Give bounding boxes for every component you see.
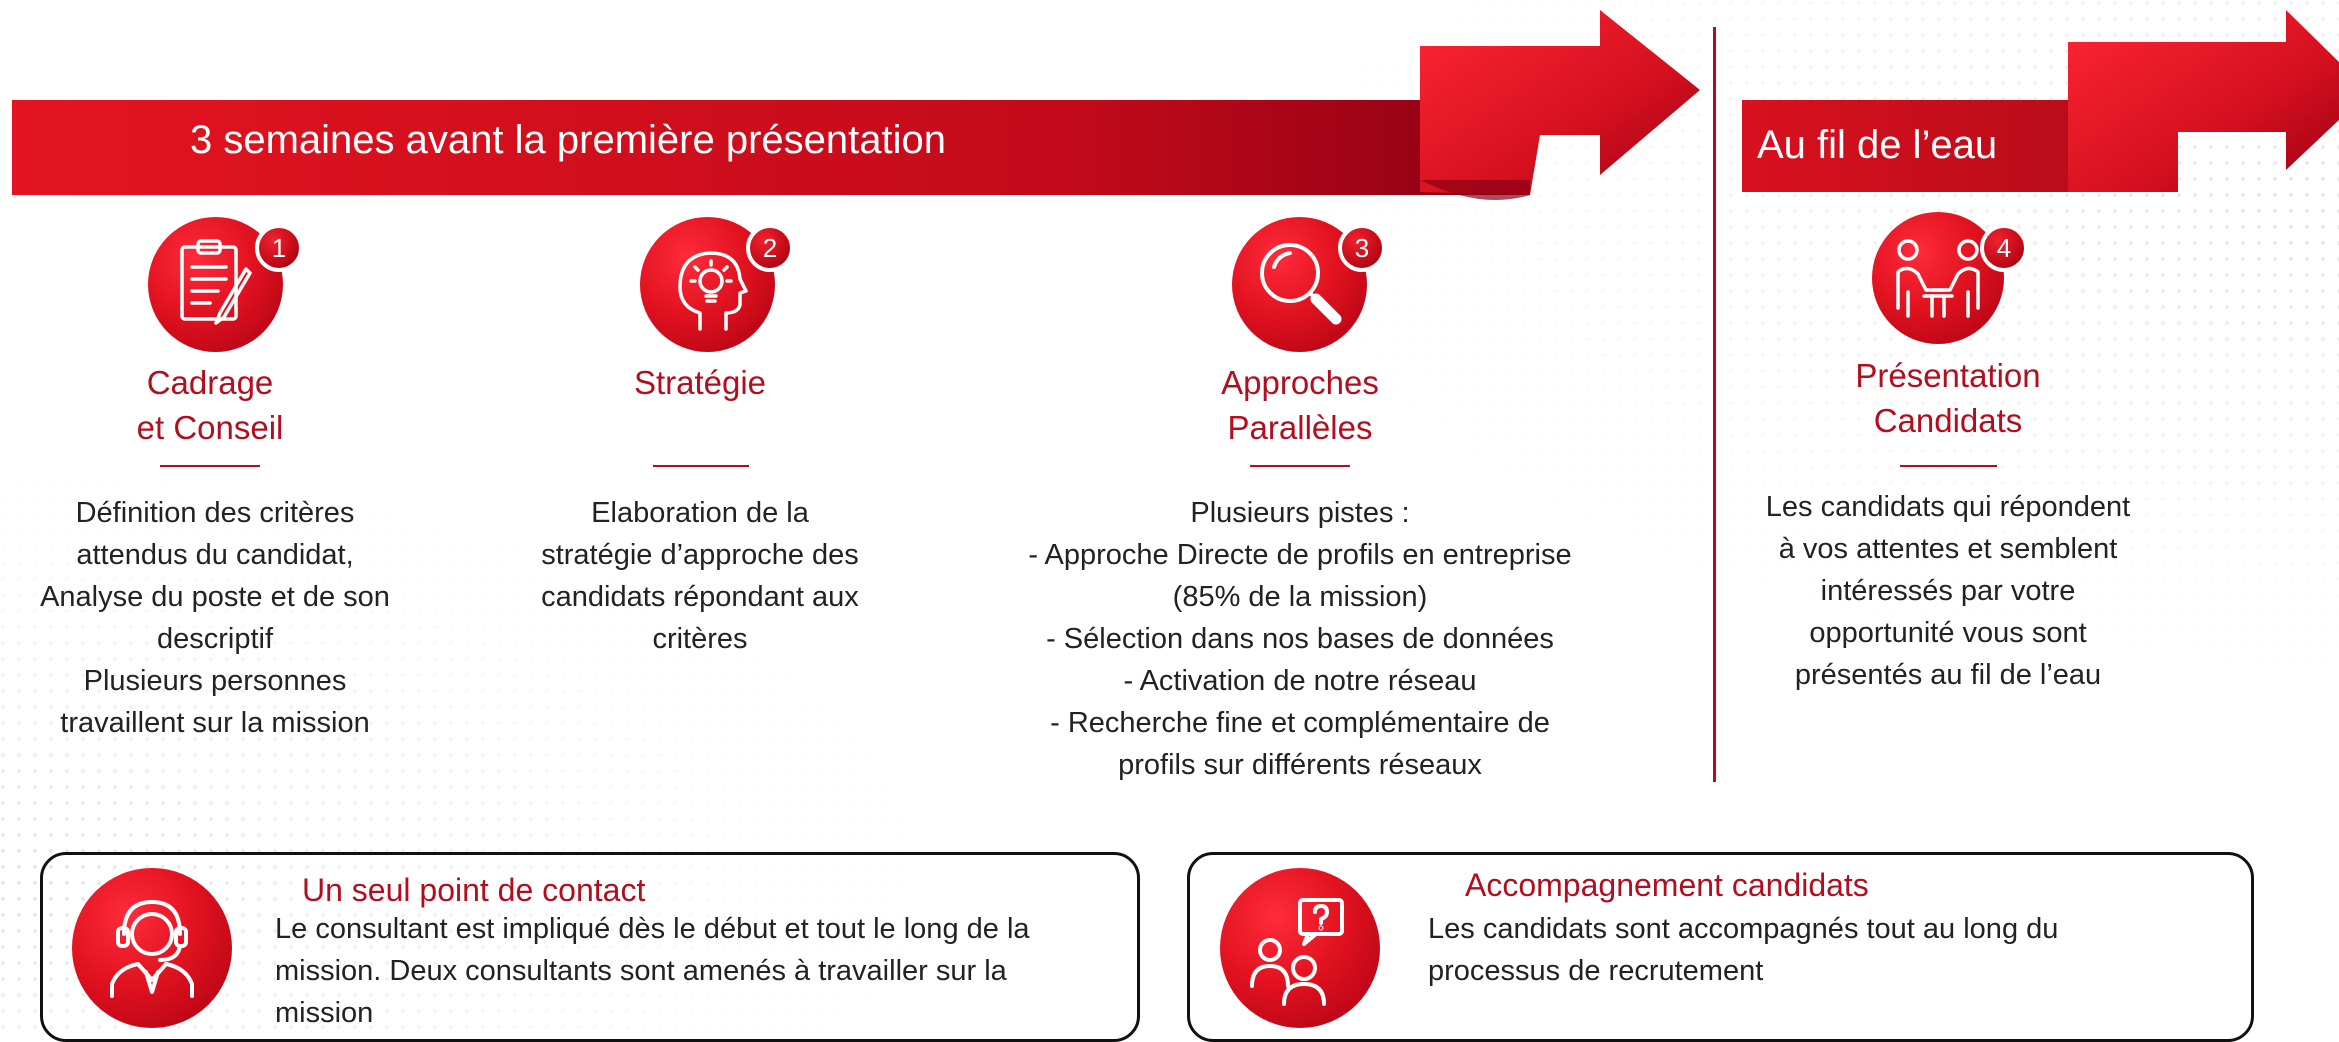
section-divider xyxy=(1713,27,1716,782)
banner-left-title: 3 semaines avant la première présentatio… xyxy=(190,118,946,162)
step-4-title: Présentation Candidats xyxy=(1798,353,2098,443)
people-question-icon xyxy=(1250,898,1344,1006)
timeline-banner-right xyxy=(1742,10,2339,192)
step-1-title-line-2: et Conseil xyxy=(136,409,284,446)
info-box-2-text: Les candidats sont accompagnés tout au l… xyxy=(1428,913,2059,987)
step-4-title-line-2: Candidats xyxy=(1873,402,2023,439)
info-box-1-title: Un seul point de contact xyxy=(302,872,646,908)
step-1-title: Cadrage et Conseil xyxy=(60,360,360,450)
step-3-number-badge: 3 xyxy=(1338,224,1386,272)
info-box-2-title: Accompagnement candidats xyxy=(1465,867,1869,903)
step-1-description: Définition des critères attendus du cand… xyxy=(40,497,390,739)
step-2-number-badge: 2 xyxy=(746,224,794,272)
step-4-description: Les candidats qui répondent à vos attent… xyxy=(1765,491,2131,691)
step-3-title-line-1: Approches xyxy=(1221,364,1379,401)
banner-right-title: Au fil de l’eau xyxy=(1757,123,1998,167)
step-2-rule xyxy=(653,465,749,467)
headset-agent-icon xyxy=(110,900,194,998)
step-4-rule xyxy=(1900,465,1997,467)
step-3-title-line-2: Parallèles xyxy=(1227,409,1373,446)
step-1-title-line-1: Cadrage xyxy=(146,364,274,401)
meeting-people-icon xyxy=(1896,239,1980,318)
info-box-1-icon-circle xyxy=(72,868,232,1028)
step-3-rule xyxy=(1250,465,1350,467)
step-4-title-line-1: Présentation xyxy=(1855,357,2041,394)
head-lightbulb-icon xyxy=(678,251,748,331)
step-3-description: Plusieurs pistes : - Approche Directe de… xyxy=(1028,497,1572,781)
info-box-2-icon-circle xyxy=(1220,868,1380,1028)
step-4-number-badge: 4 xyxy=(1980,224,2028,272)
step-3-title: Approches Parallèles xyxy=(1150,360,1450,450)
clipboard-pen-icon xyxy=(180,239,252,325)
step-2-title-line-1: Stratégie xyxy=(633,364,767,401)
step-2-description: Elaboration de la stratégie d’approche d… xyxy=(541,497,859,655)
magnifier-icon xyxy=(1260,243,1342,325)
info-box-1-text: Le consultant est impliqué dès le début … xyxy=(275,913,1030,1029)
timeline-banner-left xyxy=(12,10,1700,200)
step-2-title: Stratégie xyxy=(550,360,850,405)
step-1-rule xyxy=(160,465,260,467)
step-1-number-badge: 1 xyxy=(255,224,303,272)
step-4-icon-circle xyxy=(1872,212,2004,344)
